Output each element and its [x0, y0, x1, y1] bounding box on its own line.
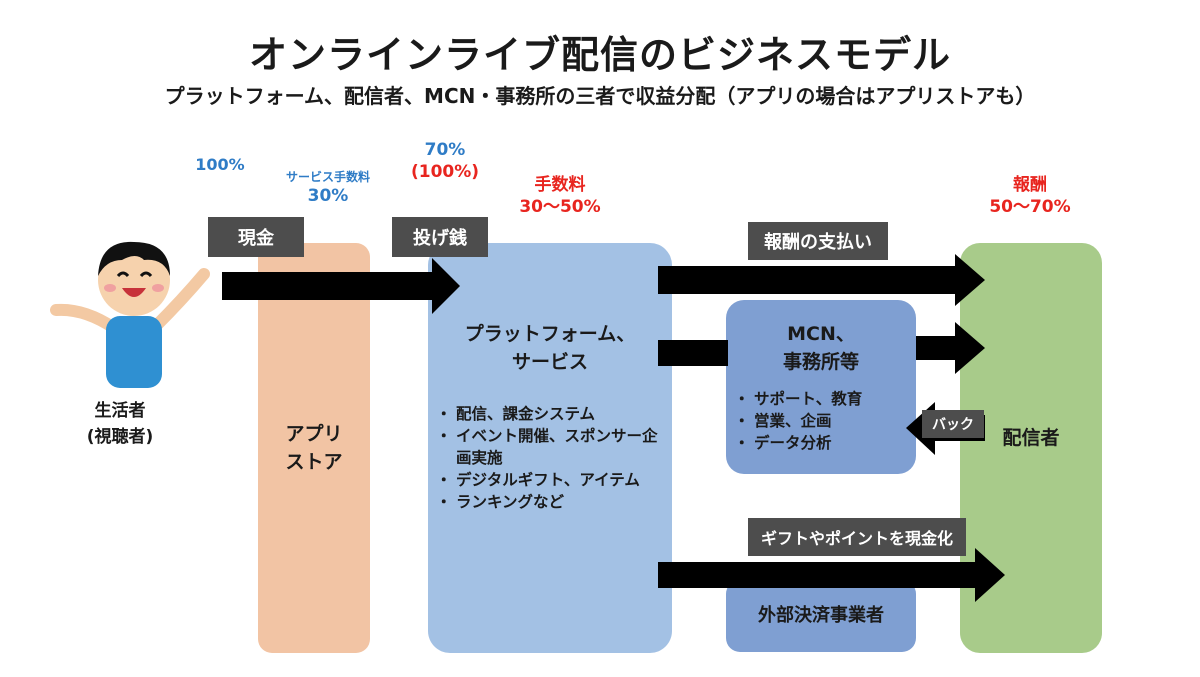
platform-fee-label: 手数料	[534, 175, 586, 195]
platform-share-full-percent: (100%)	[410, 162, 480, 182]
appstore-fee-label: サービス手数料	[285, 170, 370, 184]
arrow-reward-payment	[658, 254, 985, 306]
platform-label: プラットフォーム、 サービス	[428, 320, 672, 376]
mcn-feature-item: 営業、企画	[734, 410, 910, 432]
appstore-label: アプリ ストア	[258, 420, 370, 476]
mcn-feature-list: サポート、教育 営業、企画 データ分析	[734, 388, 910, 454]
viewer-character-icon	[50, 241, 210, 388]
viewer-share-percent: 100%	[195, 155, 245, 174]
arrow-cash	[222, 258, 460, 314]
mcn-label: MCN、 事務所等	[726, 320, 916, 376]
appstore-fee-percent: 30%	[307, 186, 349, 206]
platform-share-percent: 70%	[424, 140, 466, 160]
appstore-label-line1: アプリ	[285, 423, 343, 445]
arrow-platform-to-mcn	[658, 340, 728, 366]
diagram-subtitle: プラットフォーム、配信者、MCN・事務所の三者で収益分配（アプリの場合はアプリス…	[164, 84, 1036, 108]
platform-label-line2: サービス	[511, 351, 588, 373]
creator-reward-percent: 50〜70%	[989, 197, 1071, 217]
tag-tip: 投げ銭	[392, 217, 488, 257]
platform-feature-list: 配信、課金システム イベント開催、スポンサー企画実施 デジタルギフト、アイテム …	[436, 403, 668, 513]
mcn-label-line2: 事務所等	[782, 351, 859, 373]
appstore-column	[258, 243, 370, 653]
creator-label: 配信者	[1002, 427, 1060, 449]
diagram-title: オンラインライブ配信のビジネスモデル	[248, 33, 951, 77]
tag-convert: ギフトやポイントを現金化	[748, 518, 966, 556]
arrow-mcn-to-creator	[916, 322, 985, 374]
viewer-label-line1: 生活者	[94, 401, 146, 421]
external-payment-box	[726, 580, 916, 652]
viewer-label-line2: (視聴者)	[86, 427, 154, 447]
platform-label-line1: プラットフォーム、	[464, 323, 636, 345]
mcn-feature-item: サポート、教育	[734, 388, 910, 410]
platform-feature-item: デジタルギフト、アイテム	[436, 469, 668, 491]
tag-reward-payment: 報酬の支払い	[748, 222, 888, 260]
external-payment-label: 外部決済事業者	[758, 605, 884, 626]
appstore-label-line2: ストア	[285, 451, 343, 473]
viewer-label: 生活者 (視聴者)	[60, 398, 180, 450]
tag-back: バック	[922, 410, 984, 438]
arrow-convert	[658, 548, 1005, 602]
platform-feature-item: 配信、課金システム	[436, 403, 668, 425]
platform-fee-percent: 30〜50%	[519, 197, 601, 217]
mcn-label-line1: MCN、	[787, 323, 855, 345]
tag-cash: 現金	[208, 217, 304, 257]
mcn-feature-item: データ分析	[734, 432, 910, 454]
creator-reward-label: 報酬	[1013, 175, 1047, 195]
platform-feature-item: ランキングなど	[436, 491, 668, 513]
platform-feature-item: イベント開催、スポンサー企画実施	[436, 425, 668, 469]
